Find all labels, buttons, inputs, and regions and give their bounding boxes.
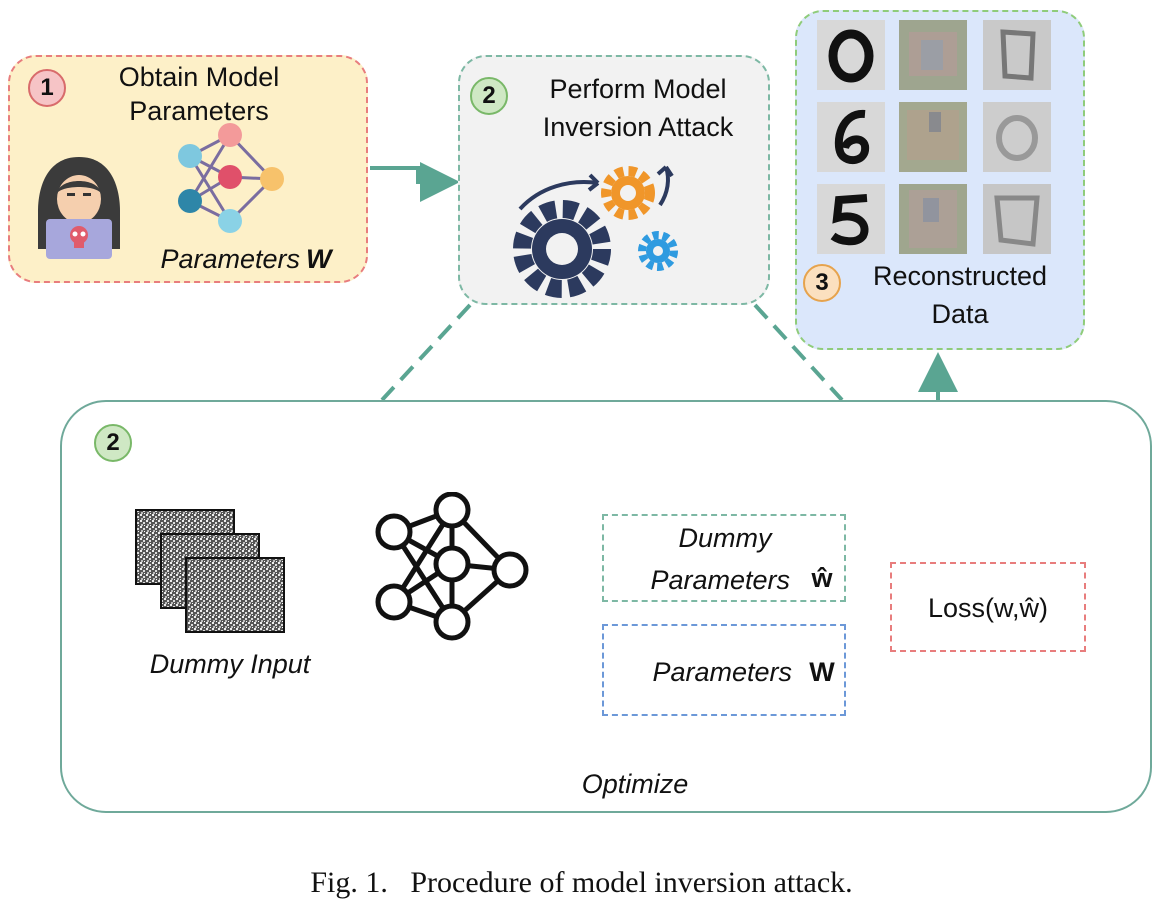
step3-title-line2: Data [931,299,989,329]
dummy-parameters-box: Dummy Parameters ŵ [602,514,846,602]
dummy-params-line2: Parameters [650,565,790,595]
step1-obtain-parameters-box: 1 Obtain Model Parameters Parameters W [8,55,368,283]
step1-params-label: Parameters [160,244,300,274]
step2-title-line1: Perform Model [549,74,727,104]
loss-label: Loss(w,ŵ) [927,593,1049,623]
step1-badge: 1 [28,69,66,107]
neural-network-icon [178,123,284,233]
dummy-input-label: Dummy Input [149,649,311,679]
dummy-params-symbol: ŵ [811,563,833,593]
gears-icon [513,165,678,298]
step1-title-line2: Parameters [129,96,269,126]
optimize-label: Optimize [581,769,689,799]
loss-box: Loss(w,ŵ) [890,562,1086,652]
reconstructed-digit-6 [817,102,885,172]
detail-badge: 2 [94,424,132,462]
step3-reconstructed-data-box: 3 Reconstructed Data [795,10,1085,350]
reconstructed-digit-5 [817,184,885,254]
noise-image-stack-icon [135,509,285,633]
zoom-line-left [380,303,472,402]
zoom-line-right [753,303,844,402]
params-label: Parameters [652,657,792,687]
step2-title-line2: Inversion Attack [542,112,734,142]
reconstructed-noise-3 [899,184,967,254]
parameters-box: Parameters W [602,624,846,716]
step1-params-symbol: W [306,244,332,274]
step1-title-line1: Obtain Model [118,62,280,92]
step2-badge: 2 [470,77,508,115]
params-symbol: W [809,657,835,687]
figure-caption: Fig. 1. Procedure of model inversion att… [310,866,853,899]
arrow-step1-to-step2 [370,162,460,202]
step3-badge: 3 [803,264,841,302]
dummy-params-line1: Dummy [678,523,772,553]
neural-network-outline-icon [375,492,529,641]
reconstructed-gray-1 [983,20,1051,90]
reconstructed-gray-2 [983,102,1051,172]
reconstructed-noise-2 [899,102,967,172]
reconstructed-gray-3 [983,184,1051,254]
reconstructed-digit-0 [817,20,885,90]
hacker-icon [38,157,120,259]
step2-inversion-attack-box: 2 Perform Model Inversion Attack [458,55,770,305]
reconstructed-noise-1 [899,20,967,90]
step3-title-line1: Reconstructed [872,261,1048,291]
reconstructed-image-grid [817,20,1067,256]
